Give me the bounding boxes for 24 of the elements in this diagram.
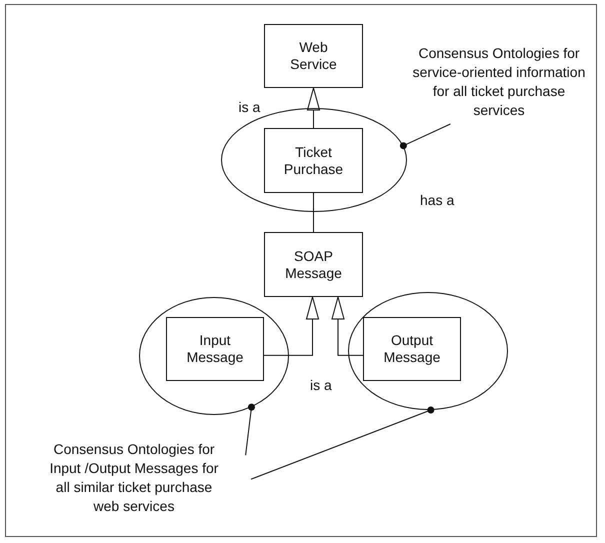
class-name: Ticket Purchase (282, 144, 344, 178)
leader-line (400, 124, 451, 150)
connector-line (313, 192, 314, 232)
connector-line (332, 296, 364, 356)
class-box (166, 317, 264, 381)
class-box (264, 232, 363, 297)
ellipse-outline (139, 297, 289, 415)
ellipse-outline (348, 292, 508, 410)
relation-label: has a (420, 192, 454, 208)
callout-text: Consensus Ontologies for Input /Output Messages for all similar ticket purchase web services (48, 440, 220, 516)
class-name: Output Message (382, 332, 442, 366)
class-name: Input Message (186, 332, 244, 366)
callout-text: Consensus Ontologies for service-oriented information for all ticket purchase services (412, 44, 586, 120)
edge-label: is a (238, 99, 260, 115)
class-name: Web Service (289, 39, 338, 73)
leader-line (245, 404, 255, 456)
leader-line (250, 406, 434, 480)
connector-line (264, 296, 319, 356)
connector-line (307, 88, 320, 128)
class-box (264, 128, 363, 193)
class-name: SOAP Message (284, 248, 343, 282)
class-box (264, 24, 363, 88)
class-box (363, 317, 461, 381)
relation-label: is a (310, 377, 332, 393)
